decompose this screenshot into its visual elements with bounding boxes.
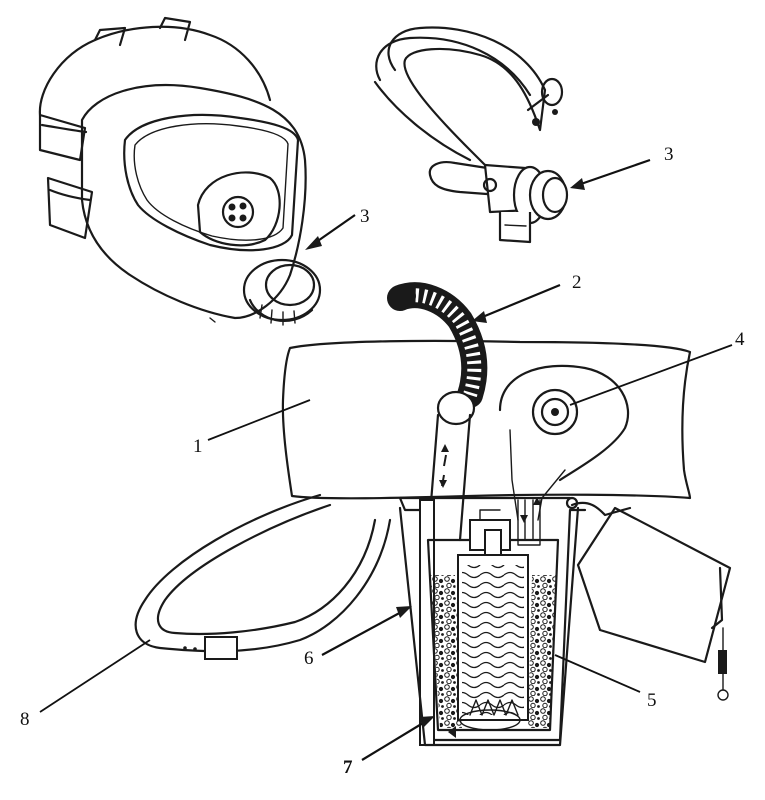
leader-lines: [39, 158, 733, 761]
callout-canister-5: 5: [647, 690, 657, 711]
breathing-bag: [281, 339, 692, 521]
canister-cover: [565, 496, 732, 701]
callout-mouthpiece-3: 3: [664, 144, 674, 165]
callout-valve-4: 4: [735, 329, 745, 350]
callout-labels: 3 3 2 1 4 6 5 8 7: [20, 144, 745, 778]
mouthpiece-assembly: [373, 26, 569, 244]
callout-bottom-7: 7: [343, 757, 353, 778]
callout-facepiece-3: 3: [360, 206, 370, 227]
callout-strap-8: 8: [20, 709, 30, 730]
strap: [134, 493, 392, 660]
callout-bag-1: 1: [193, 436, 203, 457]
full-facepiece: [38, 16, 322, 326]
callout-hose-2: 2: [572, 272, 582, 293]
canister: [398, 496, 587, 747]
corrugated-hose: [387, 282, 488, 542]
callout-canister-6: 6: [304, 648, 314, 669]
